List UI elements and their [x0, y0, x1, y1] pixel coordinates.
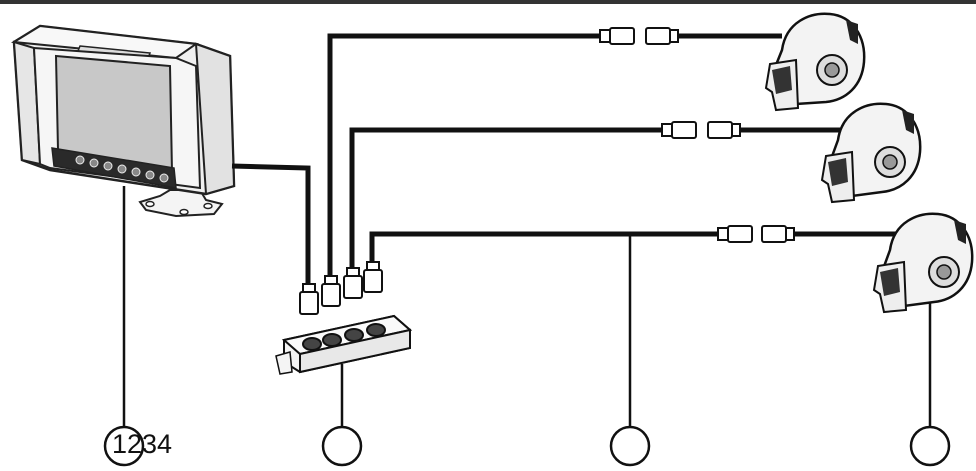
monitor-stand-bolt	[145, 200, 155, 208]
camera-lens	[936, 264, 952, 280]
camera-bracket-shade	[828, 158, 848, 186]
monitor-button	[89, 158, 99, 168]
connector	[761, 225, 787, 243]
callout-circle-monitor	[103, 425, 145, 467]
junction-port	[344, 328, 364, 342]
monitor-stand	[138, 189, 224, 218]
monitor-button	[103, 161, 113, 171]
connector	[671, 121, 697, 139]
junction-box-tab	[275, 351, 293, 375]
plug	[299, 291, 319, 315]
plug	[343, 275, 363, 299]
callout-circle-camera	[909, 425, 951, 467]
monitor-button	[131, 167, 141, 177]
plug	[363, 269, 383, 293]
junction-box-front	[299, 328, 411, 374]
callout-circles	[103, 425, 951, 467]
callout-leaders	[122, 186, 932, 426]
connector	[717, 227, 729, 241]
monitor-cable	[231, 163, 311, 290]
camera-2	[820, 102, 922, 204]
camera-lens	[882, 154, 898, 170]
top-border	[0, 0, 976, 4]
junction-port	[322, 333, 342, 347]
camera-lens	[824, 62, 840, 78]
monitor-buttons	[75, 155, 169, 183]
plug	[321, 283, 341, 307]
monitor-button	[117, 164, 127, 174]
connector	[609, 27, 635, 45]
callout-label-monitor: 1234	[112, 429, 173, 459]
connector	[669, 29, 679, 43]
monitor	[10, 24, 236, 218]
callout-circle-cable	[609, 425, 651, 467]
connector	[707, 121, 733, 139]
camera-3	[872, 212, 974, 314]
camera-bracket-shade	[880, 268, 900, 296]
camera-visor	[902, 110, 914, 134]
plugs	[299, 261, 383, 315]
connector	[731, 123, 741, 137]
camera-cable-2	[349, 127, 668, 272]
junction-box	[275, 314, 413, 375]
monitor-button	[75, 155, 85, 165]
camera-1	[764, 12, 866, 112]
camera-cable-1	[327, 33, 606, 280]
junction-ports	[302, 323, 386, 351]
connector	[645, 27, 671, 45]
cables	[231, 33, 896, 290]
junction-port	[366, 323, 386, 337]
monitor-stand-bolt	[179, 208, 189, 216]
connector	[661, 123, 673, 137]
inline-connectors	[599, 27, 795, 243]
connector	[785, 227, 795, 241]
camera-visor	[846, 20, 858, 44]
monitor-stand-bolt	[203, 202, 213, 210]
monitor-button	[159, 173, 169, 183]
camera-cable-3	[369, 231, 724, 266]
camera-bracket-shade	[772, 66, 792, 94]
callout-circle-junction-box	[321, 425, 363, 467]
monitor-side	[194, 42, 236, 196]
monitor-button	[145, 170, 155, 180]
connector	[599, 29, 611, 43]
connector	[727, 225, 753, 243]
junction-port	[302, 337, 322, 351]
camera-visor	[954, 220, 966, 244]
